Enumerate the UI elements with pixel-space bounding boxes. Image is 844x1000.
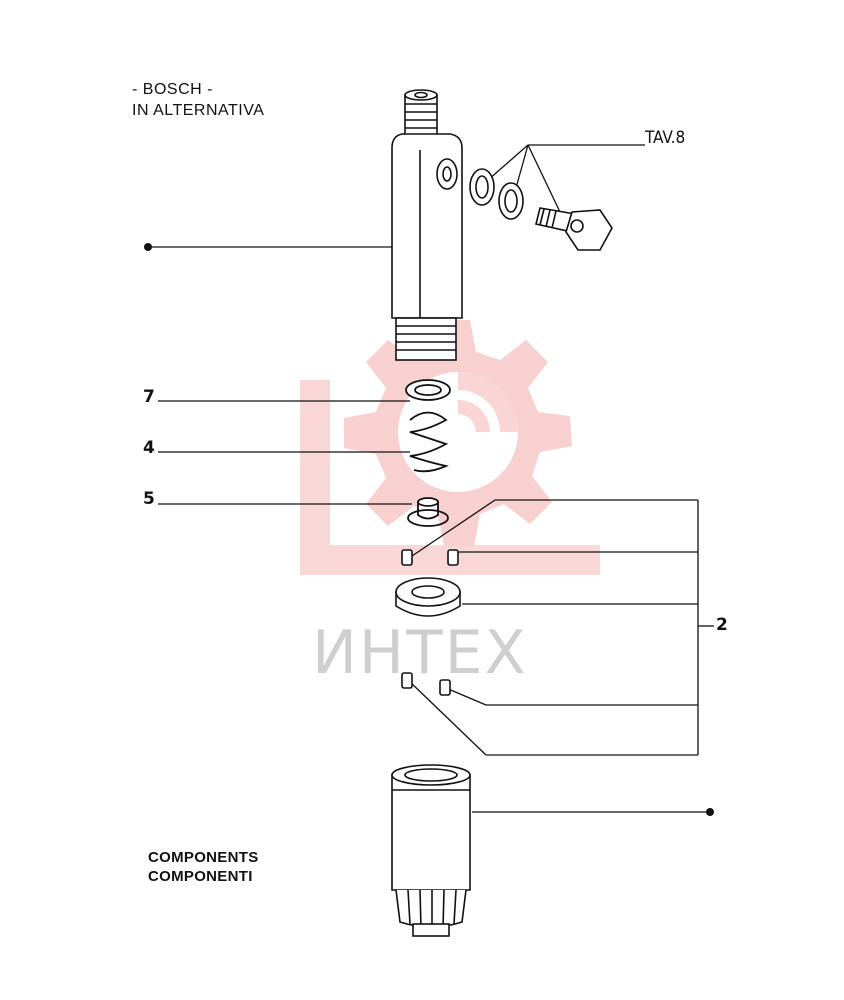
leader-dot-nut	[706, 808, 714, 816]
callout-4: 4	[143, 438, 155, 458]
spring-stack	[405, 379, 451, 527]
tav-reference-label: TAV.8	[645, 128, 686, 148]
footer-line1: COMPONENTS	[148, 849, 259, 866]
intermediate-disc-and-pins	[395, 549, 461, 696]
leader-tav-a	[487, 144, 529, 181]
callout-5: 5	[143, 489, 155, 509]
callout-7: 7	[143, 387, 155, 407]
leader-lines	[144, 144, 714, 816]
footer-line2: COMPONENTI	[148, 868, 253, 885]
header-line2: IN ALTERNATIVA	[132, 102, 265, 119]
washers-and-bolt	[469, 168, 613, 251]
watermark-gear-icon	[300, 320, 600, 575]
injector-holder-body	[391, 89, 463, 361]
watermark-text: ИНТЕХ	[312, 618, 528, 688]
header-line1: - BOSCH -	[132, 81, 213, 98]
nozzle-nut	[391, 764, 471, 937]
leader-dot-holder	[144, 243, 152, 251]
callout-2: 2	[716, 615, 728, 635]
leader-tav-c	[527, 144, 561, 213]
